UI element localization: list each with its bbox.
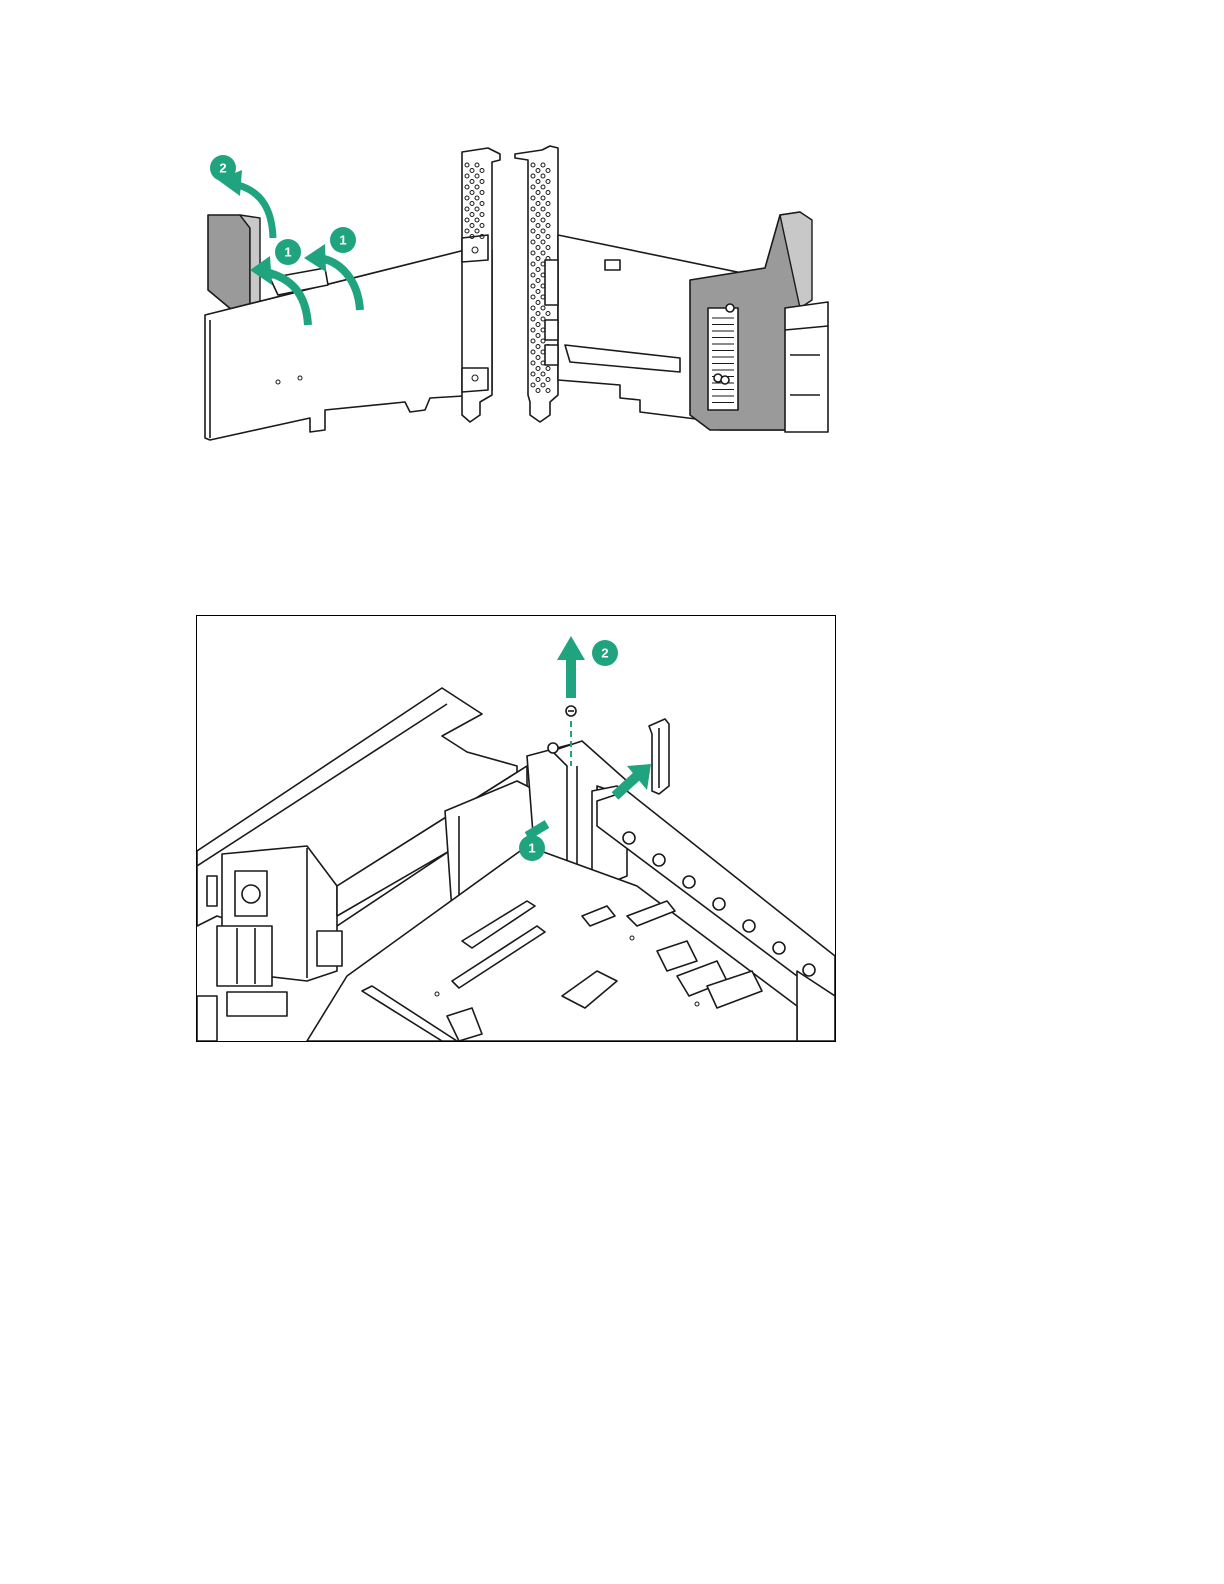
diagram-top-svg: 2 1 1 [200, 140, 840, 450]
left-retention-clip [208, 215, 260, 310]
diagram-bottom-svg: 2 1 [197, 616, 835, 1041]
diagram-bottom-remove-blank-from-chassis: 2 1 [196, 615, 836, 1042]
svg-text:1: 1 [528, 841, 535, 856]
left-card-bracket [462, 148, 500, 422]
svg-text:1: 1 [284, 245, 291, 260]
right-rail [785, 302, 828, 432]
rail-hole [653, 854, 665, 866]
diagram-top-remove-card-from-cage: 2 1 1 [200, 140, 840, 450]
callout-bottom-step-1: 1 [519, 835, 545, 861]
svg-text:1: 1 [339, 233, 346, 248]
rail-hole [683, 876, 695, 888]
callout-top-step-1a: 1 [275, 239, 301, 265]
rail-hole [743, 920, 755, 932]
svg-text:2: 2 [219, 161, 226, 176]
callout-top-step-1b: 1 [330, 227, 356, 253]
rail-hole [773, 942, 785, 954]
svg-text:2: 2 [601, 646, 608, 661]
rail-hole [623, 832, 635, 844]
slot-cover-blank [649, 719, 669, 794]
rail-hole [803, 964, 815, 976]
callout-bottom-step-2: 2 [592, 640, 618, 666]
callout-top-step-2: 2 [210, 155, 236, 181]
rail-hole [713, 898, 725, 910]
